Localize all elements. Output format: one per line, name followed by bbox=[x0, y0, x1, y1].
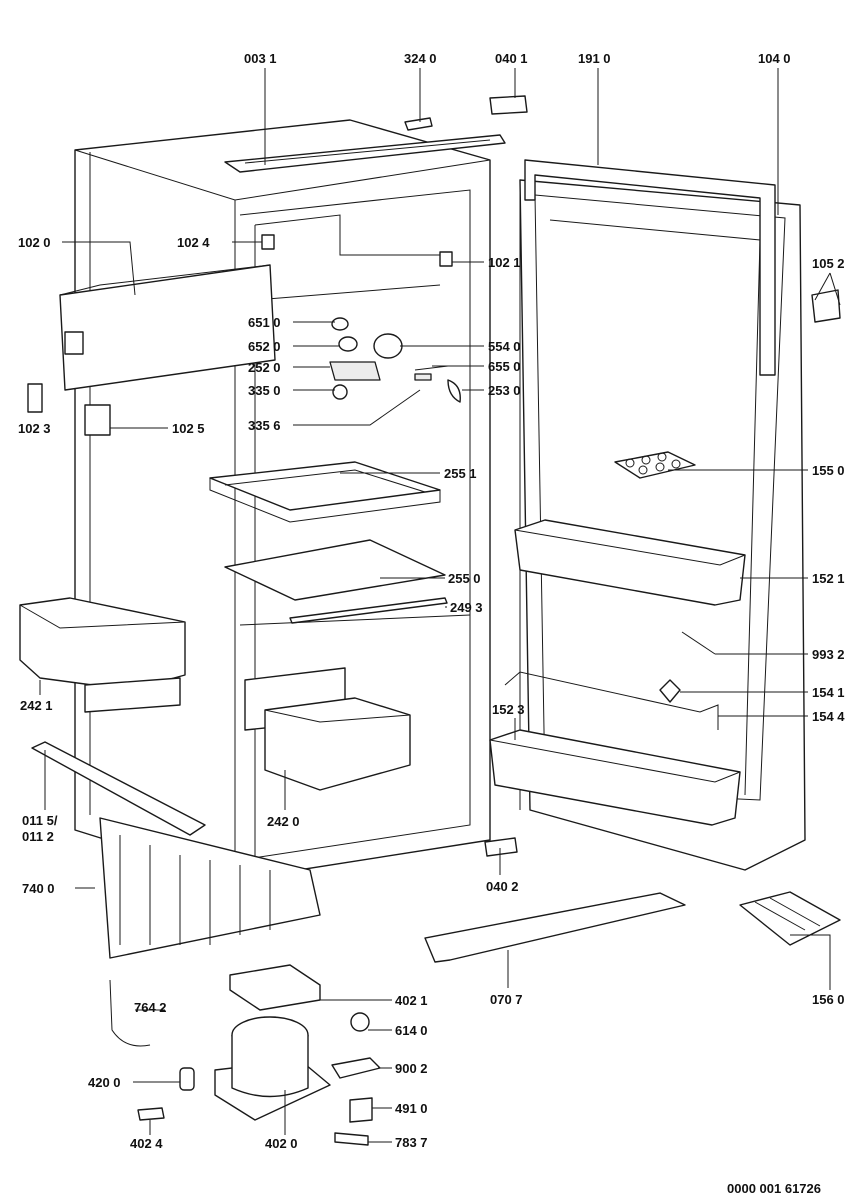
callout-152-3: 152 3 bbox=[492, 702, 525, 717]
filter-drier bbox=[334, 1132, 369, 1146]
callout-102-3: 102 3 bbox=[18, 421, 51, 436]
callout-255-1: 255 1 bbox=[444, 466, 477, 481]
glass-plate bbox=[224, 539, 446, 601]
part-324-clip bbox=[404, 117, 433, 131]
bottle-rail bbox=[504, 671, 719, 730]
callout-242-0: 242 0 bbox=[267, 814, 300, 829]
thermostat-assembly bbox=[329, 317, 461, 403]
callout-104-0: 104 0 bbox=[758, 51, 791, 66]
callout-191-0: 191 0 bbox=[578, 51, 611, 66]
top-rail-part bbox=[224, 134, 506, 173]
callout-040-2: 040 2 bbox=[486, 879, 519, 894]
freezer-drawer bbox=[19, 597, 186, 713]
compressor-bracket bbox=[229, 964, 321, 1011]
callout-242-1: 242 1 bbox=[20, 698, 53, 713]
part-040-2-hinge bbox=[484, 837, 518, 857]
callout-070-7: 070 7 bbox=[490, 992, 523, 1007]
part-105-2-hinge bbox=[811, 289, 841, 323]
part-614-0-relay bbox=[350, 1012, 370, 1032]
ventilation-cover bbox=[424, 892, 686, 963]
callout-335-6: 335 6 bbox=[248, 418, 281, 433]
part-491-0-cover bbox=[349, 1097, 373, 1123]
callout-554-0: 554 0 bbox=[488, 339, 521, 354]
door-gasket bbox=[524, 159, 776, 376]
leader-lines bbox=[39, 68, 841, 1143]
shelf-strip bbox=[289, 597, 448, 624]
callout-252-0: 252 0 bbox=[248, 360, 281, 375]
door-bottle-shelf-lower bbox=[489, 729, 741, 826]
part-102-3 bbox=[27, 383, 43, 413]
callout-614-0: 614 0 bbox=[395, 1023, 428, 1038]
freezer-flap bbox=[59, 264, 276, 391]
callout-655-0: 655 0 bbox=[488, 359, 521, 374]
callout-491-0: 491 0 bbox=[395, 1101, 428, 1116]
capacitor bbox=[179, 1067, 195, 1091]
callout-900-2: 900 2 bbox=[395, 1061, 428, 1076]
callout-651-0: 651 0 bbox=[248, 315, 281, 330]
door bbox=[519, 179, 806, 871]
callout-155-0: 155 0 bbox=[812, 463, 845, 478]
part-102-1 bbox=[439, 251, 453, 267]
callout-102-0: 102 0 bbox=[18, 235, 51, 250]
callout-105-2: 105 2 bbox=[812, 256, 845, 271]
compressor bbox=[214, 1016, 331, 1121]
callout-402-0: 402 0 bbox=[265, 1136, 298, 1151]
callout-783-7: 783 7 bbox=[395, 1135, 428, 1150]
part-040-1-hinge bbox=[489, 95, 528, 115]
part-402-4-washer bbox=[137, 1107, 165, 1121]
cabinet-trim-strip bbox=[31, 741, 206, 836]
part-900-2-clip bbox=[331, 1057, 381, 1079]
door-bottle-shelf-upper bbox=[514, 519, 746, 606]
ice-cube-tray bbox=[739, 891, 841, 946]
egg-tray bbox=[614, 451, 696, 479]
callout-335-0: 335 0 bbox=[248, 383, 281, 398]
callout-402-1: 402 1 bbox=[395, 993, 428, 1008]
callout-156-0: 156 0 bbox=[812, 992, 845, 1007]
vegetable-crisper bbox=[244, 667, 411, 791]
part-102-5 bbox=[84, 404, 111, 436]
callout-253-0: 253 0 bbox=[488, 383, 521, 398]
callout-040-1: 040 1 bbox=[495, 51, 528, 66]
part-993-2 bbox=[681, 631, 716, 655]
callout-255-0: 255 0 bbox=[448, 571, 481, 586]
document-number: 0000 001 61726 bbox=[727, 1181, 821, 1196]
callout-152-1: 152 1 bbox=[812, 571, 845, 586]
callout-993-2: 993 2 bbox=[812, 647, 845, 662]
callout-102-4: 102 4 bbox=[177, 235, 210, 250]
callout-764-2: 764 2 bbox=[134, 1000, 167, 1015]
capillary-probe bbox=[109, 979, 151, 1047]
callouts: 003 1 324 0 040 1 191 0 104 0 102 0 102 … bbox=[18, 51, 845, 1151]
callout-652-0: 652 0 bbox=[248, 339, 281, 354]
callout-154-1: 154 1 bbox=[812, 685, 845, 700]
part-102-4 bbox=[261, 234, 275, 250]
callout-003-1: 003 1 bbox=[244, 51, 277, 66]
callout-420-0: 420 0 bbox=[88, 1075, 121, 1090]
callout-102-5: 102 5 bbox=[172, 421, 205, 436]
callout-102-1: 102 1 bbox=[488, 255, 521, 270]
callout-011-5: 011 5/ bbox=[22, 813, 58, 828]
callout-249-3: 249 3 bbox=[450, 600, 483, 615]
callout-324-0: 324 0 bbox=[404, 51, 437, 66]
callout-740-0: 740 0 bbox=[22, 881, 55, 896]
glass-shelf-with-frame bbox=[209, 461, 441, 523]
callout-402-4: 402 4 bbox=[130, 1136, 163, 1151]
callout-011-2: 011 2 bbox=[22, 829, 54, 844]
callout-154-4: 154 4 bbox=[812, 709, 845, 724]
condenser bbox=[99, 817, 321, 959]
part-154-1 bbox=[659, 679, 681, 703]
